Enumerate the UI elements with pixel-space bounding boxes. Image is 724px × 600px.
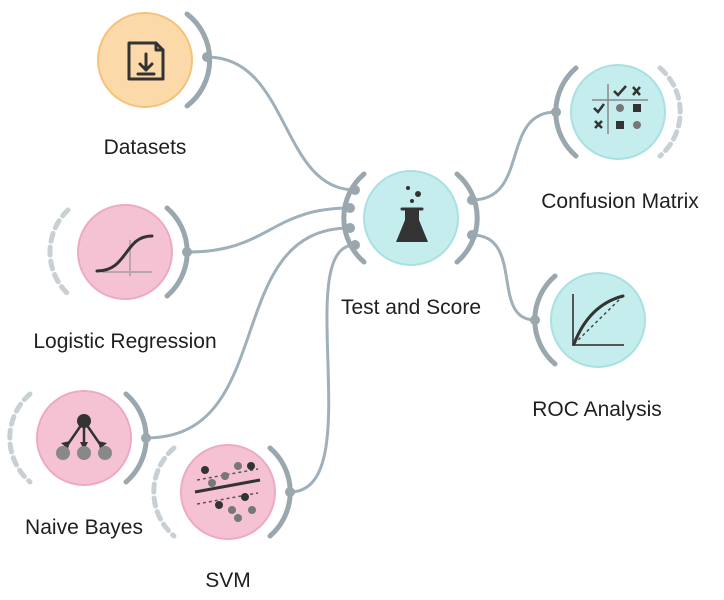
test-and-score-output-port-arc[interactable] [454,171,480,265]
roc-curve-icon [572,294,625,346]
test-and-score-label: Test and Score [340,296,482,319]
node-roc-analysis[interactable] [530,272,646,368]
file-download-icon [127,41,165,81]
test-and-score-input-port-4[interactable] [350,240,360,250]
test-and-score-output-port-2[interactable] [467,230,477,240]
test-and-score-input-port-1[interactable] [350,185,360,195]
link-logistic-regression-to-test-and-score[interactable] [185,206,352,254]
roc-analysis-node-circle[interactable] [550,272,646,368]
node-svm[interactable] [151,444,295,540]
link-test-and-score-to-confusion-matrix[interactable] [470,110,558,202]
node-datasets[interactable] [97,11,213,109]
test-and-score-output-port-1[interactable] [467,195,477,205]
node-confusion-matrix[interactable] [551,64,683,160]
test-and-score-input-port-3[interactable] [345,223,355,233]
flask-icon [396,186,428,242]
confusion-matrix-icon [592,84,648,134]
naive-bayes-input-port-arc [7,391,33,485]
logistic-regression-input-port-arc [47,207,71,297]
node-logistic-regression[interactable] [47,204,192,300]
confusion-matrix-output-port-arc [657,65,683,159]
link-test-and-score-to-roc-analysis[interactable] [470,233,537,322]
datasets-label: Datasets [103,136,187,159]
bayes-network-icon [56,414,112,460]
roc-analysis-input-port[interactable] [530,315,540,325]
naive-bayes-output-port[interactable] [141,433,151,443]
svm-label: SVM [205,569,251,592]
naive-bayes-label: Naive Bayes [25,516,143,539]
link-svm-to-test-and-score[interactable] [288,243,357,494]
node-naive-bayes[interactable] [7,390,151,486]
svm-scatter-icon [194,462,261,522]
link-naive-bayes-to-test-and-score[interactable] [144,226,352,440]
links [144,55,558,494]
roc-analysis-label: ROC Analysis [532,398,662,421]
link-datasets-to-test-and-score[interactable] [205,55,357,192]
svm-output-port[interactable] [285,487,295,497]
logistic-regression-output-port[interactable] [182,247,192,257]
confusion-matrix-node-circle[interactable] [570,64,666,160]
test-and-score-input-port-2[interactable] [345,203,355,213]
test-and-score-input-port-arc[interactable] [341,171,367,265]
svm-input-port-arc [151,445,177,539]
confusion-matrix-label: Confusion Matrix [541,190,699,213]
node-test-and-score[interactable] [341,170,480,266]
sigmoid-curve-icon [95,234,154,276]
logistic-regression-label: Logistic Regression [33,330,217,353]
confusion-matrix-input-port[interactable] [551,107,561,117]
datasets-output-port[interactable] [202,52,212,62]
